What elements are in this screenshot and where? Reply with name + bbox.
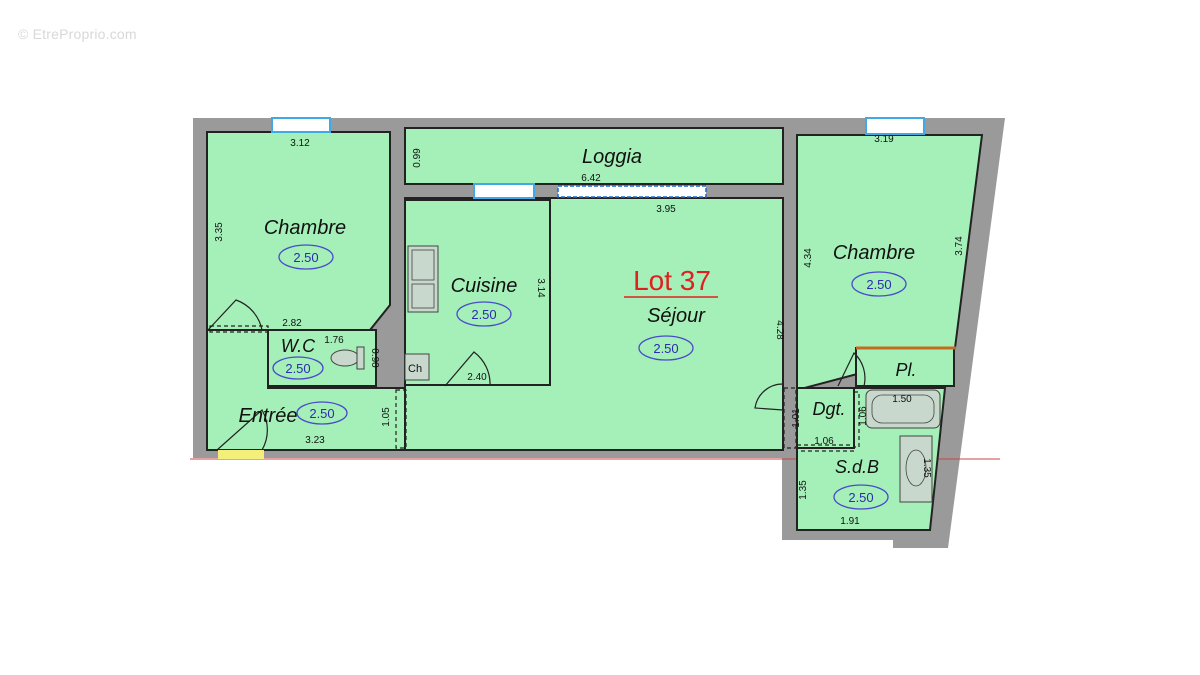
height-oval-chambre-left bbox=[278, 244, 334, 270]
room-labels: Chambre Loggia Cuisine Séjour Chambre W.… bbox=[239, 146, 917, 477]
doors bbox=[207, 299, 866, 452]
room-chambre-left bbox=[206, 131, 391, 331]
fridge bbox=[404, 353, 430, 381]
height-oval-sdb bbox=[833, 484, 889, 510]
dimension-labels: 3.12 3.35 2.82 0.99 6.42 3.95 4.28 3.14 … bbox=[214, 134, 965, 527]
height-oval-chambre-right bbox=[851, 271, 907, 297]
door-cuisine bbox=[444, 351, 491, 387]
windows bbox=[218, 117, 925, 459]
height-wc: 2.50 bbox=[285, 361, 310, 376]
height-sdb: 2.50 bbox=[848, 490, 873, 505]
label-placard: Pl. bbox=[895, 360, 916, 380]
entrance-mat bbox=[218, 450, 264, 459]
dim-wc-width: 1.76 bbox=[324, 335, 344, 346]
opening-entree-sejour bbox=[395, 389, 407, 449]
window-sejour bbox=[557, 185, 707, 198]
dim-sejour-width: 3.95 bbox=[656, 204, 676, 215]
dim-sdb-height-2: 1.35 bbox=[921, 458, 932, 478]
fridge-label: Ch bbox=[408, 363, 422, 375]
dim-sejour-height: 4.28 bbox=[774, 320, 785, 340]
dim-chambre-left-width: 3.12 bbox=[290, 138, 310, 149]
opening-dgt-sdb bbox=[796, 444, 855, 452]
dim-bath-width: 1.50 bbox=[892, 394, 912, 405]
opening-dgt-bath bbox=[853, 391, 860, 448]
height-cuisine: 2.50 bbox=[471, 307, 496, 322]
dim-chambre-right-left: 4.34 bbox=[803, 248, 814, 268]
room-loggia bbox=[404, 127, 784, 185]
label-sejour: Séjour bbox=[647, 305, 706, 327]
height-badges: 2.50 2.50 2.50 2.50 2.50 2.50 2.50 bbox=[272, 244, 907, 510]
window-chambre-left bbox=[271, 117, 331, 133]
dim-chambre-left-height: 3.35 bbox=[214, 222, 225, 242]
bathtub-basin bbox=[871, 394, 935, 424]
opening-sejour-dgt bbox=[783, 387, 797, 449]
dim-dgt-width: 1.06 bbox=[814, 436, 834, 447]
height-oval-sejour bbox=[638, 335, 694, 361]
label-chambre-right: Chambre bbox=[833, 242, 915, 264]
dim-wc-height: 0.90 bbox=[369, 348, 380, 368]
window-chambre-right bbox=[865, 117, 925, 135]
label-wc: W.C bbox=[281, 336, 316, 356]
height-sejour: 2.50 bbox=[653, 341, 678, 356]
dim-cuisine-width: 2.40 bbox=[467, 372, 487, 383]
kitchen-sink-basin bbox=[411, 249, 435, 281]
watermark: © EtreProprio.com bbox=[18, 26, 137, 42]
dim-loggia-width: 6.42 bbox=[581, 173, 601, 184]
dim-loggia-height: 0.99 bbox=[412, 148, 423, 168]
kitchen-drainer bbox=[411, 283, 435, 309]
height-oval-wc bbox=[272, 356, 324, 380]
label-sdb: S.d.B bbox=[835, 457, 879, 477]
shower-tray bbox=[899, 435, 933, 503]
dim-cuisine-height: 3.14 bbox=[535, 278, 546, 298]
height-oval-cuisine bbox=[456, 301, 512, 327]
dim-dgt-height-2: 1.06 bbox=[858, 406, 869, 426]
bathtub bbox=[865, 389, 941, 429]
door-placard bbox=[837, 352, 866, 387]
height-entree: 2.50 bbox=[309, 406, 334, 421]
rooms bbox=[206, 127, 984, 531]
kitchen-sink bbox=[407, 245, 439, 313]
washbasin bbox=[905, 449, 927, 487]
dim-sdb-height: 1.35 bbox=[798, 480, 809, 500]
toilet-bowl bbox=[330, 349, 360, 367]
height-oval-entree bbox=[296, 401, 348, 425]
label-entree: Entrée bbox=[239, 405, 298, 427]
room-placard bbox=[855, 347, 955, 387]
dim-chambre-right-right: 3.74 bbox=[954, 236, 965, 256]
height-chambre-left: 2.50 bbox=[293, 250, 318, 265]
window-cuisine bbox=[473, 183, 535, 199]
dim-entree-width: 3.23 bbox=[305, 435, 325, 446]
dim-entree-height: 1.05 bbox=[381, 407, 392, 427]
label-cuisine: Cuisine bbox=[451, 275, 518, 297]
label-loggia: Loggia bbox=[582, 146, 642, 168]
dim-chambre-right-width: 3.19 bbox=[874, 134, 894, 145]
label-degagement: Dgt. bbox=[812, 399, 845, 419]
height-chambre-right: 2.50 bbox=[866, 277, 891, 292]
opening-entree-chambre bbox=[209, 325, 269, 333]
dim-sdb-width: 1.91 bbox=[840, 516, 860, 527]
fixtures: Ch bbox=[330, 245, 941, 503]
lot-title: Lot 37 bbox=[633, 265, 711, 296]
room-degagement bbox=[796, 387, 855, 449]
dim-chambre-left-bottom: 2.82 bbox=[282, 318, 302, 329]
room-entree bbox=[206, 329, 406, 451]
label-chambre-left: Chambre bbox=[264, 217, 346, 239]
toilet-tank bbox=[356, 346, 365, 370]
door-degagement bbox=[754, 383, 784, 411]
door-entree bbox=[216, 409, 268, 451]
dim-dgt-height-1: 1.01 bbox=[791, 408, 802, 428]
